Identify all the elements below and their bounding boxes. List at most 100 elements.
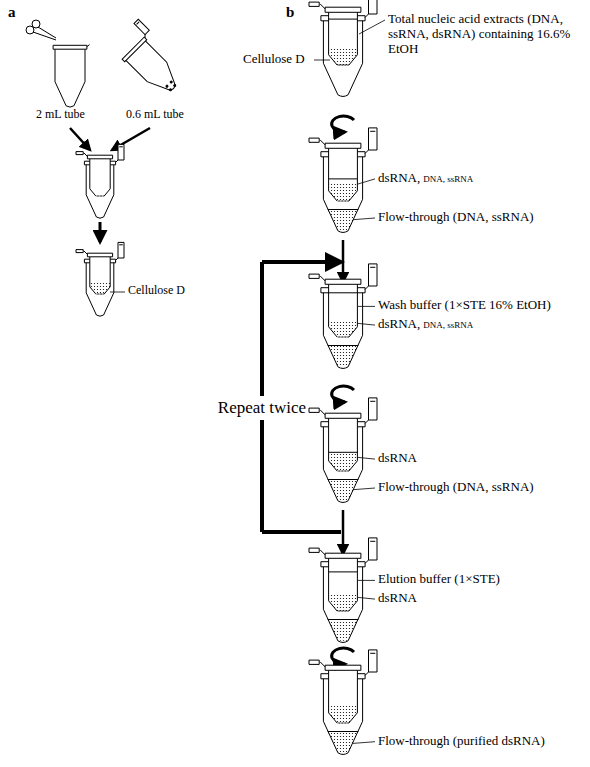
leader-line	[359, 20, 385, 34]
tube	[309, 538, 377, 643]
leader-line	[353, 488, 375, 490]
tube-stroke	[53, 45, 87, 49]
tube-stroke	[370, 401, 375, 402]
tube-stroke	[369, 264, 378, 286]
tube-stroke	[369, 538, 378, 560]
tube-stroke	[329, 12, 358, 65]
leader-line	[358, 323, 375, 325]
tube-stroke	[309, 2, 319, 6]
centrifuge-arrow	[332, 116, 354, 132]
tube-stroke	[329, 184, 358, 201]
tube-stroke	[119, 146, 123, 147]
tube-stroke	[328, 479, 359, 480]
tube-stroke	[320, 4, 325, 9]
panel-label: a	[8, 4, 16, 21]
tube-stroke	[309, 548, 319, 552]
fraction-label-small: DNA, ssRNA	[423, 174, 473, 184]
leader-line	[353, 218, 375, 220]
fraction-label: dsRNA	[378, 591, 417, 606]
tube-stroke	[329, 594, 358, 611]
tube-stroke	[325, 413, 361, 418]
tube-stroke	[328, 620, 359, 641]
centrifuge-arrow	[332, 386, 354, 402]
material-label: Cellulose D	[243, 52, 305, 67]
tube	[309, 650, 377, 755]
leader-line	[110, 292, 125, 293]
tube-stroke	[329, 148, 358, 201]
tube	[309, 128, 377, 233]
buffer-label: Wash buffer (1×STE 16% EtOH)	[378, 298, 551, 313]
tube-stroke	[309, 660, 319, 664]
tube	[76, 144, 124, 218]
tube-stroke	[329, 558, 358, 611]
tube-stroke	[90, 257, 110, 294]
panel-label: b	[286, 4, 294, 21]
tube-stroke	[369, 398, 378, 420]
buffer-label: Elution buffer (1×STE)	[378, 572, 500, 587]
tube-stroke	[320, 410, 325, 415]
fraction-label: Flow-through (DNA, ssRNA)	[378, 210, 534, 225]
tube-stroke	[325, 665, 361, 670]
leader-line	[314, 60, 330, 61]
tube-stroke	[96, 195, 104, 196]
tube-stroke	[329, 454, 358, 471]
tube-stroke	[320, 276, 325, 281]
tube-stroke	[329, 284, 358, 337]
tube-stroke	[329, 452, 358, 453]
tube	[309, 398, 377, 503]
tube-stroke	[320, 140, 325, 145]
tube-stroke	[325, 143, 361, 148]
arrow	[342, 240, 345, 282]
tube-stroke	[369, 650, 378, 672]
tube-stroke	[370, 267, 375, 268]
tube-stroke	[90, 159, 110, 196]
repeat-bracket	[262, 260, 341, 264]
leader-line	[358, 179, 375, 184]
tube-stroke	[87, 155, 112, 159]
tube-stroke	[32, 20, 40, 28]
tube-stroke	[328, 346, 359, 367]
tube-stroke	[320, 662, 325, 667]
tube-stroke	[87, 45, 90, 47]
sample-label: Total nucleic acid extracts (DNA, ssRNA,…	[388, 12, 578, 57]
tube-stroke	[370, 653, 375, 654]
tube-stroke	[370, 131, 375, 132]
tube	[53, 45, 89, 107]
fraction-label: dsRNA,	[378, 171, 420, 186]
tube-stroke	[55, 48, 85, 107]
tube-label: 0.6 mL tube	[126, 108, 184, 122]
hole	[166, 85, 169, 88]
tube-stroke	[328, 732, 359, 753]
tube-stroke	[137, 22, 140, 25]
tube-stroke	[90, 282, 110, 294]
fraction-label: dsRNA	[378, 451, 417, 466]
tube-stroke	[329, 48, 358, 65]
arrow	[99, 222, 102, 242]
leader-line	[353, 742, 375, 744]
tube-stroke	[329, 178, 358, 179]
tube-stroke	[369, 0, 378, 14]
leader-line	[358, 457, 375, 459]
tube-stroke	[328, 731, 359, 732]
tube-stroke	[84, 153, 88, 157]
hole	[169, 88, 172, 91]
tube-stroke	[119, 244, 123, 245]
small-tube	[110, 19, 190, 99]
tube-stroke	[328, 210, 359, 231]
tube	[309, 0, 377, 96]
tube-stroke	[328, 619, 359, 620]
repeat-bracket	[262, 530, 341, 534]
hole	[173, 84, 176, 87]
leader-line	[358, 597, 375, 599]
tube-stroke	[328, 209, 359, 210]
centrifuge-arrow	[332, 648, 354, 664]
tube-stroke	[325, 279, 361, 284]
tube-stroke	[87, 253, 112, 257]
tube-stroke	[118, 144, 124, 160]
tube-stroke	[309, 274, 319, 278]
tube	[76, 242, 124, 316]
tube-stroke	[328, 345, 359, 346]
tube-stroke	[370, 541, 375, 542]
tube-stroke	[329, 706, 358, 723]
